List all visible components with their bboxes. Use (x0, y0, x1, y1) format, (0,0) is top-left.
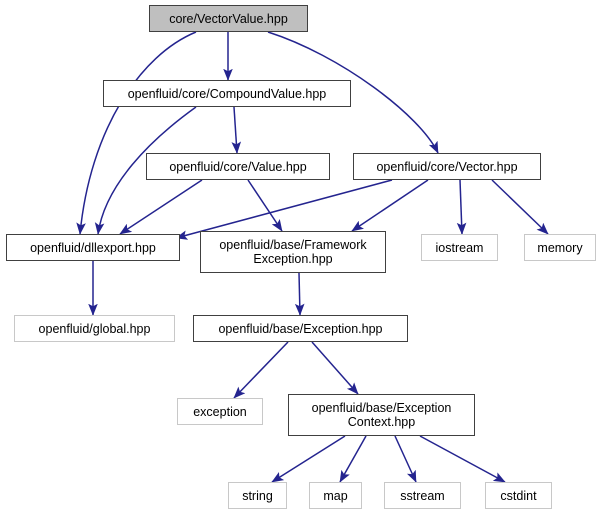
graph-node-exctx[interactable]: openfluid/base/Exception Context.hpp (288, 394, 475, 436)
graph-node-global[interactable]: openfluid/global.hpp (14, 315, 175, 342)
edge-root-to-dllexport (76, 31, 197, 235)
graph-node-map[interactable]: map (309, 482, 362, 509)
edge-vector-to-memory (491, 179, 549, 235)
graph-node-exception[interactable]: exception (177, 398, 263, 425)
graph-node-vector[interactable]: openfluid/core/Vector.hpp (353, 153, 541, 180)
edge-compound-to-value (231, 106, 242, 154)
edge-vector-to-framework (351, 179, 429, 232)
edge-exctx-to-string (271, 435, 346, 483)
graph-node-value[interactable]: openfluid/core/Value.hpp (146, 153, 330, 180)
graph-node-string[interactable]: string (228, 482, 287, 509)
graph-node-iostream[interactable]: iostream (421, 234, 498, 261)
graph-node-root[interactable]: core/VectorValue.hpp (149, 5, 308, 32)
edge-value-to-dllexport (119, 179, 203, 235)
edge-vector-to-dllexport (175, 179, 393, 240)
edge-framework-to-exceptionh (294, 272, 305, 316)
edge-exctx-to-cstdint (419, 435, 506, 483)
graph-node-exceptionh[interactable]: openfluid/base/Exception.hpp (193, 315, 408, 342)
edge-exceptionh-to-exctx (311, 341, 359, 395)
graph-node-dllexport[interactable]: openfluid/dllexport.hpp (6, 234, 180, 261)
graph-node-memory[interactable]: memory (524, 234, 596, 261)
graph-node-compound[interactable]: openfluid/core/CompoundValue.hpp (103, 80, 351, 107)
graph-node-framework[interactable]: openfluid/base/Framework Exception.hpp (200, 231, 386, 273)
graph-node-sstream[interactable]: sstream (384, 482, 461, 509)
edge-value-to-framework (247, 179, 283, 232)
edge-vector-to-iostream (456, 179, 467, 235)
edge-exctx-to-sstream (394, 435, 417, 483)
edge-exceptionh-to-exception (233, 341, 289, 399)
edge-exctx-to-map (339, 435, 367, 483)
graph-node-cstdint[interactable]: cstdint (485, 482, 552, 509)
